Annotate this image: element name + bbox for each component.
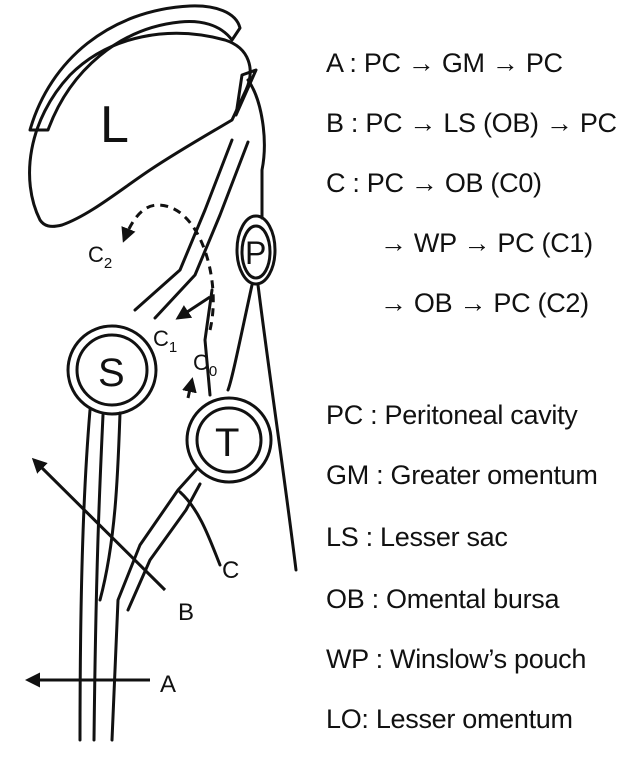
arrow-c1 <box>178 297 210 318</box>
c0-label: C0 <box>193 350 217 380</box>
anatomy-diagram: L S P T A B C C0 C1 C2 <box>0 0 330 766</box>
liver-label: L <box>100 96 129 154</box>
c1-label: C1 <box>153 326 177 356</box>
arrow-c0 <box>188 380 192 398</box>
lesser-omentum <box>236 70 256 115</box>
stomach-suspension <box>135 140 248 318</box>
colon-label: T <box>215 421 239 465</box>
route-b-label: B <box>178 599 194 626</box>
c2-label: C2 <box>88 242 112 272</box>
liver-outline <box>30 33 251 226</box>
route-a-label: A <box>160 671 176 698</box>
mesentery-line <box>228 80 296 570</box>
diaphragm-band <box>30 6 240 130</box>
route-c-label: C <box>222 557 239 584</box>
abbr-ls: LS : Lesser sac <box>326 522 508 553</box>
abbr-wp: WP : Winslow’s pouch <box>326 644 586 675</box>
abbr-lo: LO: Lesser omentum <box>326 704 573 735</box>
stomach-label: S <box>98 351 125 395</box>
pancreas-label: P <box>245 235 266 271</box>
route-line-c2: → OB → PC (C2) <box>380 288 589 319</box>
route-line-b: B : PC → LS (OB) → PC <box>326 108 617 139</box>
route-line-a: A : PC → GM → PC <box>326 48 563 79</box>
abbr-gm: GM : Greater omentum <box>326 460 598 491</box>
route-line-c: C : PC → OB (C0) <box>326 168 542 199</box>
route-line-c1: → WP → PC (C1) <box>380 228 593 259</box>
abbr-pc: PC : Peritoneal cavity <box>326 400 578 431</box>
abbr-ob: OB : Omental bursa <box>326 584 559 615</box>
